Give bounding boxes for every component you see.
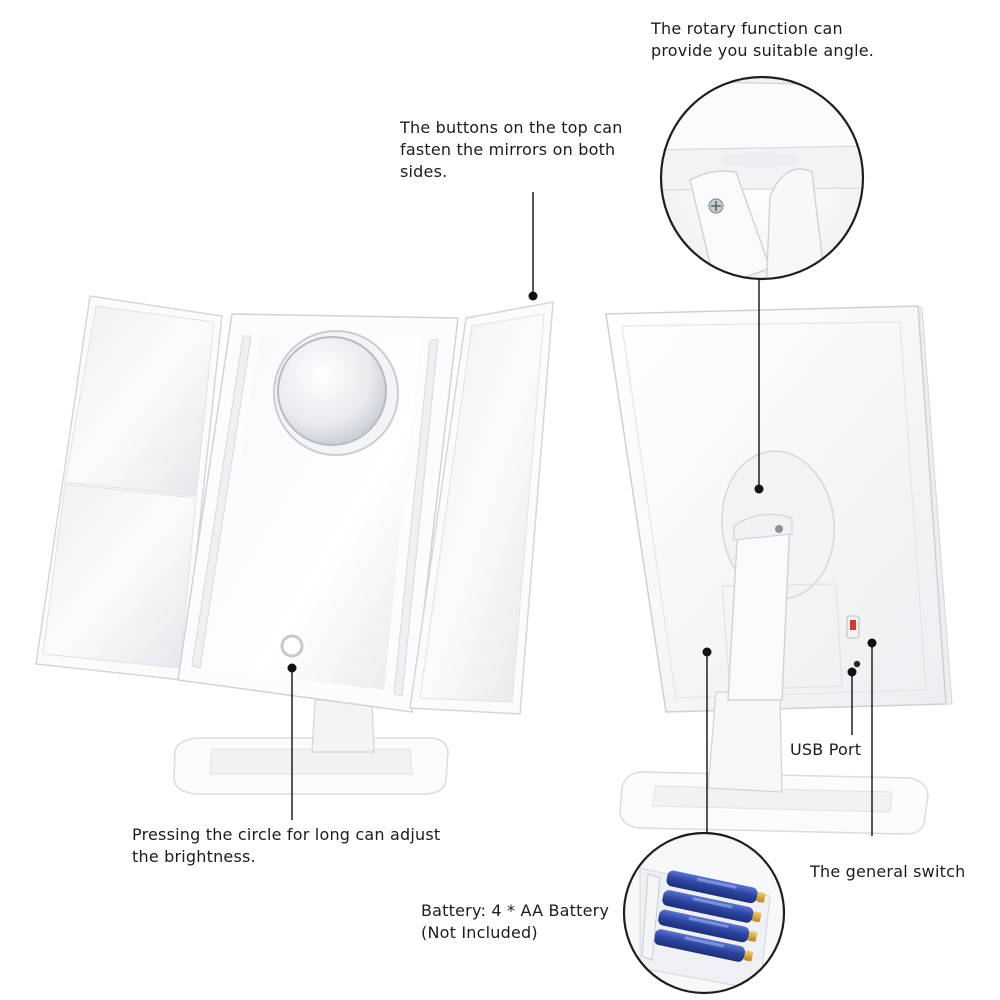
top-buttons-label: The buttons on the top can fasten the mi… (400, 117, 623, 183)
touch-sensor-icon (280, 634, 304, 658)
rotary-hinge-zoom (659, 75, 865, 281)
top-buttons-line-2: fasten the mirrors on both (400, 140, 616, 159)
battery-label: Battery: 4 * AA Battery (Not Included) (421, 900, 609, 944)
callout-dot-icon (528, 291, 538, 301)
top-buttons-line-3: sides. (400, 162, 448, 181)
rotary-function-label: The rotary function can provide you suit… (651, 18, 874, 62)
usb-port-line-1: USB Port (790, 740, 862, 759)
usb-port-label: USB Port (790, 739, 861, 761)
callout-dot-icon (867, 638, 877, 648)
callout-dot-icon (754, 484, 764, 494)
battery-line-1: Battery: 4 * AA Battery (421, 901, 610, 920)
brightness-line-2: the brightness. (132, 847, 256, 866)
battery-compartment-zoom (622, 831, 786, 995)
rotary-function-line-2: provide you suitable angle. (651, 41, 875, 60)
callout-leaders (287, 192, 877, 836)
battery-line-2: (Not Included) (421, 923, 538, 942)
callout-dot-icon (847, 667, 857, 677)
general-switch-line-1: The general switch (810, 862, 966, 881)
brightness-label: Pressing the circle for long can adjust … (132, 824, 440, 868)
trifold-mirror-front (35, 295, 554, 795)
magnifying-mirror (273, 330, 399, 456)
mirror-back-view (605, 305, 953, 835)
rotary-function-line-1: The rotary function can (651, 19, 843, 38)
callout-dot-icon (702, 647, 712, 657)
top-buttons-line-1: The buttons on the top can (400, 118, 623, 137)
general-switch-label: The general switch (810, 861, 965, 883)
brightness-line-1: Pressing the circle for long can adjust (132, 825, 441, 844)
callout-dot-icon (287, 663, 297, 673)
